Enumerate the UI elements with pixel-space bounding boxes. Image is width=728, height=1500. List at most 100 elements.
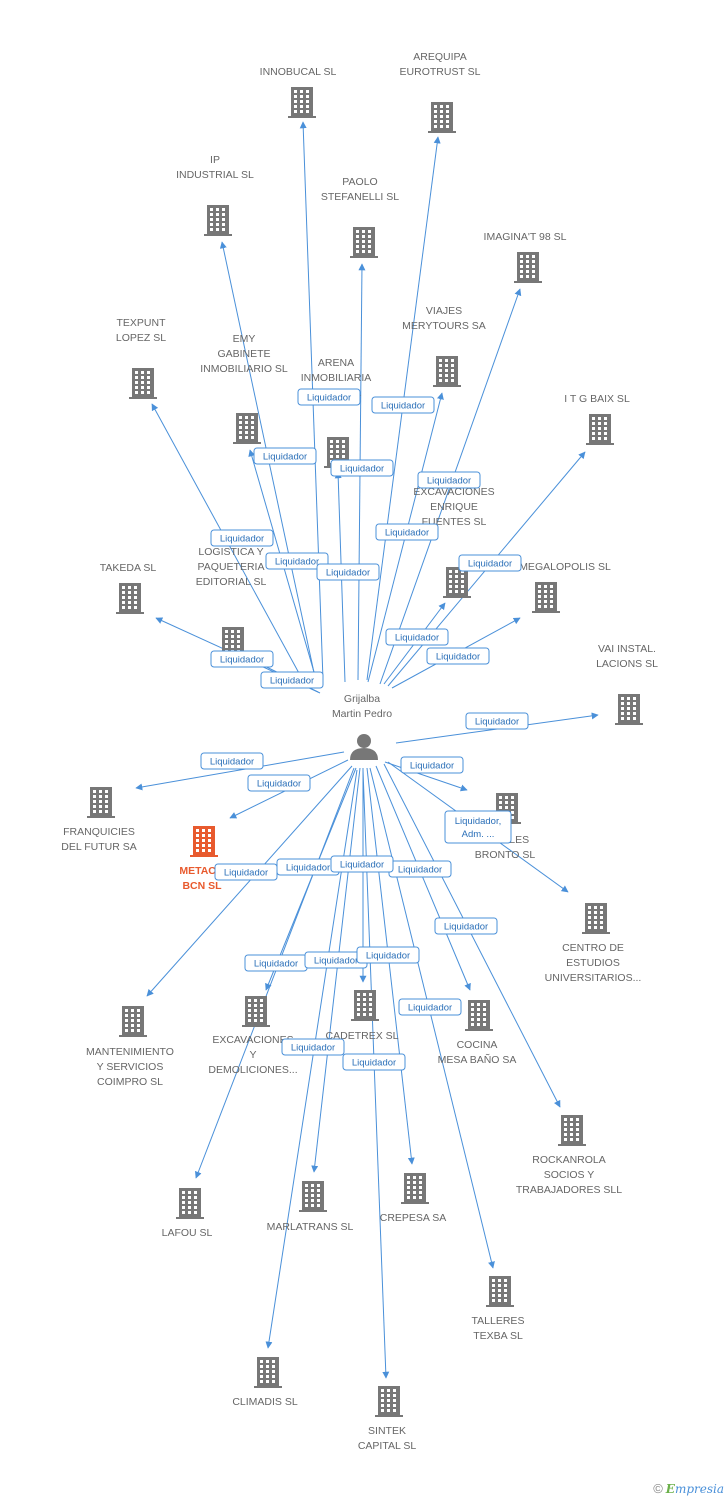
relation-label-text: Liquidador <box>366 951 410 962</box>
relation-label-excav-enrique[interactable]: Liquidador <box>385 628 449 646</box>
relation-label-bronto[interactable]: Liquidador <box>400 756 464 774</box>
relation-label-metac[interactable]: Liquidador <box>214 863 278 881</box>
relation-label-megalopolis[interactable]: Liquidador <box>426 647 490 665</box>
building-icon <box>351 990 379 1021</box>
relation-label-franquicies[interactable]: Liquidador <box>200 752 264 770</box>
copyright-notice: ©Empresia <box>653 1481 724 1496</box>
company-name-line: TAKEDA SL <box>100 562 157 574</box>
relation-label-text: Liquidador <box>468 559 512 570</box>
relation-label-salto[interactable]: Liquidador <box>316 563 380 581</box>
building-icon <box>465 1000 493 1031</box>
company-node-imagina[interactable]: IMAGINA'T 98 SL <box>484 231 567 283</box>
company-name-line: EUROTRUST SL <box>400 66 481 78</box>
relation-label-crepesa[interactable]: Liquidador <box>356 946 420 964</box>
company-name-line: BRONTO SL <box>475 849 536 861</box>
company-name-line: ESTUDIOS <box>566 957 620 969</box>
company-node-vai[interactable]: VAI INSTAL.LACIONS SL <box>596 643 658 725</box>
company-name-line: LAFOU SL <box>162 1227 213 1239</box>
building-icon <box>350 227 378 258</box>
company-name-line: MANTENIMIENTO <box>86 1046 174 1058</box>
relation-label-innobucal[interactable]: Liquidador <box>297 388 361 406</box>
company-node-franquicies[interactable]: FRANQUICIES DEL FUTUR SA <box>61 787 137 853</box>
building-icon <box>532 582 560 613</box>
company-name-line: LACIONS SL <box>596 658 658 670</box>
edge-marlatrans <box>311 767 361 1173</box>
relation-label-text: Liquidador <box>381 401 425 412</box>
company-node-metac[interactable]: METAC...BCN SL <box>179 826 225 892</box>
company-name-line: TRABAJADORES SLL <box>516 1184 622 1196</box>
company-node-crepesa[interactable]: CREPESA SA <box>380 1173 447 1224</box>
edge-cocina <box>375 765 471 991</box>
company-name-line: UNIVERSITARIOS... <box>545 972 642 984</box>
company-name-line: TEXPUNT <box>116 317 166 329</box>
relation-label-cocina[interactable]: Liquidador <box>398 998 462 1016</box>
building-icon <box>558 1115 586 1146</box>
company-name-line: PAQUETERIA <box>198 561 265 573</box>
relation-label-text: Liquidador <box>395 633 439 644</box>
relation-label-takeda[interactable]: Liquidador <box>210 650 274 668</box>
brand-initial: E <box>665 1482 675 1496</box>
relation-label-excav-demol[interactable]: Liquidador <box>244 954 308 972</box>
relation-label-talleres[interactable]: Liquidador <box>388 860 452 878</box>
relation-label-imagina[interactable]: Liquidador <box>417 471 481 489</box>
company-name-line: INMOBILIARIA <box>301 372 372 384</box>
company-node-arequipa[interactable]: AREQUIPA EUROTRUST SL <box>400 51 481 133</box>
company-name-line: BCN SL <box>182 880 222 892</box>
company-name-line: FRANQUICIES <box>63 826 135 838</box>
company-node-excav-demol[interactable]: EXCAVACIONESYDEMOLICIONES... <box>208 996 298 1076</box>
relation-label-logistica[interactable]: Liquidador <box>260 671 324 689</box>
company-node-megalopolis[interactable]: MEGALOPOLIS SL <box>519 561 611 613</box>
company-node-innobucal[interactable]: INNOBUCAL SL <box>260 66 337 118</box>
company-node-cadetrex[interactable]: CADETREX SL <box>326 990 399 1042</box>
relation-label-arequipa[interactable]: Liquidador <box>371 396 435 414</box>
relation-label-itg[interactable]: Liquidador <box>458 554 522 572</box>
relation-label-marlatrans[interactable]: Liquidador <box>281 1038 345 1056</box>
relation-label-ip-industrial[interactable]: Liquidador <box>253 447 317 465</box>
relation-label-climadis[interactable]: Liquidador <box>330 855 394 873</box>
company-name-line: AREQUIPA <box>413 51 466 63</box>
copyright-symbol: © <box>653 1481 663 1496</box>
company-name-line: DEL FUTUR SA <box>61 841 136 853</box>
edge-talleres <box>369 767 495 1269</box>
relation-label-viajes[interactable]: Liquidador <box>375 523 439 541</box>
relation-label-rockanrola[interactable]: Liquidador <box>434 917 498 935</box>
edge-bronto <box>384 761 468 792</box>
relation-label-vai[interactable]: Liquidador <box>465 712 529 730</box>
relation-label-centro[interactable]: Liquidador,Adm. ... <box>444 810 512 844</box>
company-name-line: LOGISTICA Y <box>198 546 263 558</box>
relation-label-lafou[interactable]: Liquidador <box>276 858 340 876</box>
relation-label-emy[interactable]: Liquidador <box>265 552 329 570</box>
relation-label-text: Liquidador <box>427 476 471 487</box>
company-name-line: MERYTOURS SA <box>402 320 486 332</box>
company-node-centro[interactable]: CENTRO DEESTUDIOSUNIVERSITARIOS... <box>545 903 642 984</box>
relation-label-texpunt[interactable]: Liquidador <box>210 529 274 547</box>
company-node-takeda[interactable]: TAKEDA SL <box>100 562 157 614</box>
company-node-lafou[interactable]: LAFOU SL <box>162 1188 213 1239</box>
relation-label-mantenimiento[interactable]: Liquidador <box>247 774 311 792</box>
edge-lafou <box>194 767 355 1179</box>
building-icon <box>428 102 456 133</box>
building-icon <box>242 996 270 1027</box>
person-node[interactable]: Grijalba Martin Pedro <box>332 693 392 760</box>
company-node-marlatrans[interactable]: MARLATRANS SL <box>267 1181 354 1233</box>
building-icon <box>119 1006 147 1037</box>
building-icon <box>443 567 471 598</box>
relation-label-sintek[interactable]: Liquidador <box>342 1053 406 1071</box>
company-node-climadis[interactable]: CLIMADIS SL <box>232 1357 298 1408</box>
relation-label-paolo[interactable]: Liquidador <box>330 459 394 477</box>
company-name-line: COIMPRO SL <box>97 1076 163 1088</box>
company-node-itg[interactable]: I T G BAIX SL <box>564 393 630 445</box>
